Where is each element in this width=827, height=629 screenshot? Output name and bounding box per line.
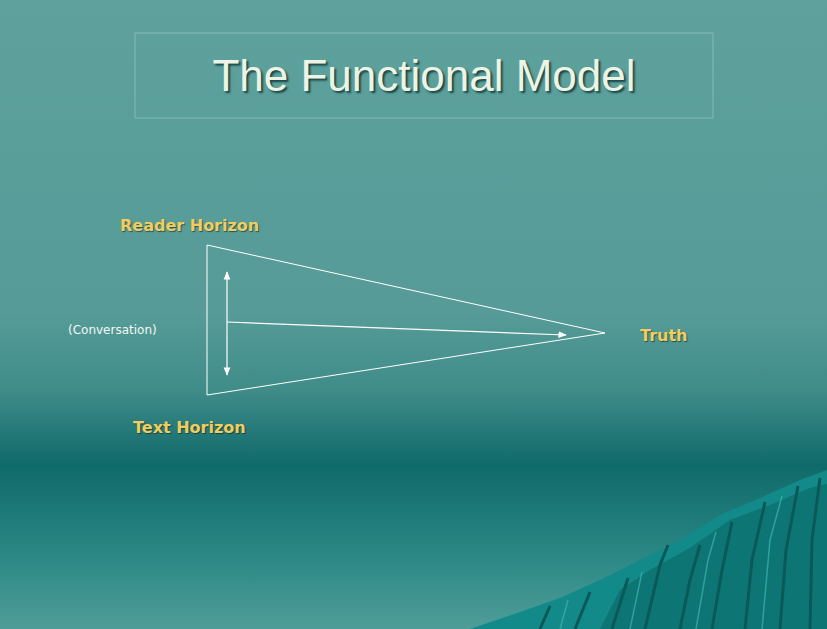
truth-arrow xyxy=(227,322,566,335)
vertex-label: Truth xyxy=(640,326,687,345)
cliff-illustration xyxy=(470,470,827,629)
slide-title: The Functional Model xyxy=(135,33,713,118)
conversation-arrow xyxy=(226,272,227,375)
triangle-outline xyxy=(207,245,605,395)
title-frame xyxy=(135,33,713,118)
arrow-label: (Conversation) xyxy=(68,323,157,337)
vertex-label: Text Horizon xyxy=(133,418,246,437)
vertex-label: Reader Horizon xyxy=(120,216,259,235)
